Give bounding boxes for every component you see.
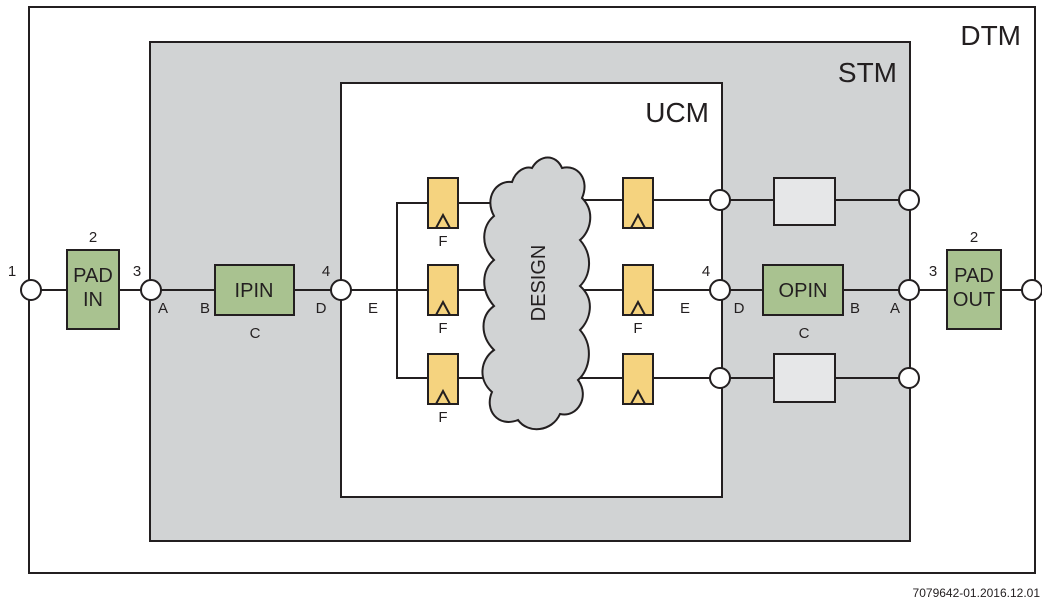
pin-4-output [709, 279, 731, 301]
letter-c-in: C [250, 325, 261, 342]
clock-icon [435, 388, 451, 405]
flipflop-top-in [427, 177, 459, 229]
figure-id: 7079642-01.2016.12.01 [913, 586, 1041, 600]
wire-fanout-branch [396, 202, 430, 379]
point-label-1: 1 [8, 263, 16, 280]
design-label: DESIGN [528, 245, 550, 322]
flipflop-mid-out [622, 264, 654, 316]
ipin-block [214, 264, 295, 316]
clock-icon [435, 212, 451, 229]
pin-1 [20, 279, 42, 301]
clock-icon [630, 388, 646, 405]
flipflop-bot-out [622, 353, 654, 405]
pin-top-ucm-output [709, 189, 731, 211]
pin-bottom-ucm-output [709, 367, 731, 389]
point-label-2-out: 2 [970, 229, 978, 246]
clock-icon [630, 299, 646, 316]
point-label-3-in: 3 [133, 263, 141, 280]
flipflop-mid-in [427, 264, 459, 316]
letter-b-in: B [200, 300, 210, 317]
bottom-output-box [773, 353, 836, 403]
dtm-label: DTM [960, 20, 1021, 51]
letter-d-in: D [316, 300, 327, 317]
pin-bottom-stm-output [898, 367, 920, 389]
letter-b-out: B [850, 300, 860, 317]
ff-label-mid-in: F [438, 320, 447, 337]
pad-in-block [66, 249, 120, 330]
clock-icon [630, 212, 646, 229]
pin-3-input [140, 279, 162, 301]
clock-icon [435, 299, 451, 316]
pad-out-block [946, 249, 1002, 330]
point-label-4-in: 4 [322, 263, 330, 280]
ff-label-top: F [438, 233, 447, 250]
ff-label-mid-out: F [633, 320, 642, 337]
letter-a-out: A [890, 300, 900, 317]
ucm-label: UCM [645, 97, 709, 128]
pin-top-stm-output [898, 189, 920, 211]
flipflop-bot-in [427, 353, 459, 405]
pin-output-end [1021, 279, 1042, 301]
letter-e-in: E [368, 300, 378, 317]
top-output-box [773, 177, 836, 226]
stm-label: STM [838, 57, 897, 88]
letter-a-in: A [158, 300, 168, 317]
point-label-2-in: 2 [89, 229, 97, 246]
opin-block [762, 264, 844, 316]
point-label-4-out: 4 [702, 263, 710, 280]
pin-3-output [898, 279, 920, 301]
ff-label-bot: F [438, 409, 447, 426]
design-cloud [481, 156, 592, 430]
flipflop-top-out [622, 177, 654, 229]
ipin-label: IPIN [235, 280, 274, 302]
point-label-3-out: 3 [929, 263, 937, 280]
letter-e-out: E [680, 300, 690, 317]
letter-d-out: D [734, 300, 745, 317]
pin-4-input [330, 279, 352, 301]
opin-label: OPIN [779, 280, 828, 302]
letter-c-out: C [799, 325, 810, 342]
